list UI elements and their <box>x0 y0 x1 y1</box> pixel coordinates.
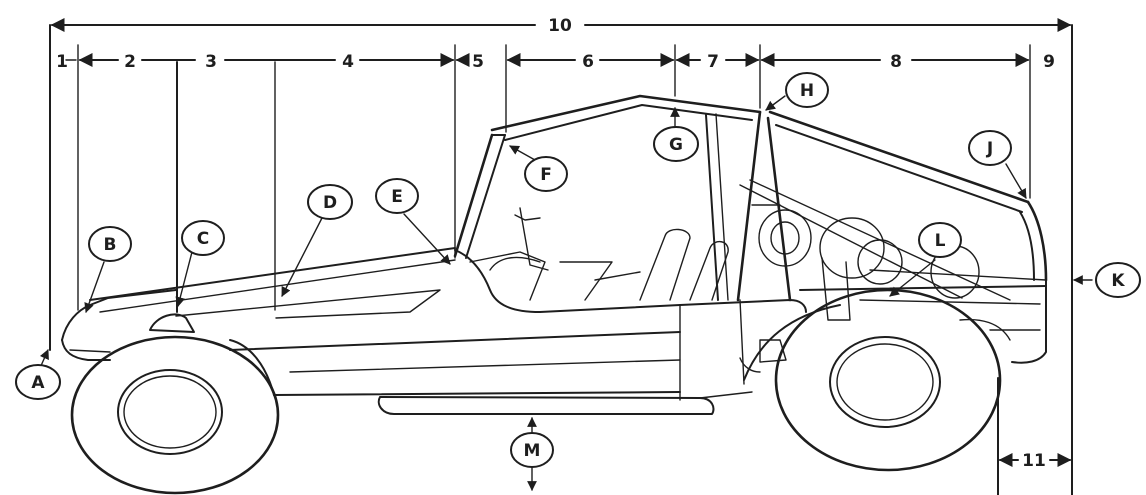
callout-f: F <box>524 156 568 192</box>
dimension-label-11: 11 <box>1022 451 1046 471</box>
dimension-label-8: 8 <box>890 52 902 72</box>
dimension-label-10: 10 <box>548 16 572 36</box>
callout-j: J <box>968 130 1012 166</box>
roll-cage <box>453 94 1048 364</box>
svg-text:M: M <box>524 441 541 461</box>
svg-text:B: B <box>104 235 117 255</box>
callout-c: C <box>181 220 225 256</box>
callout-h: H <box>785 72 829 108</box>
callout-e: E <box>375 178 419 214</box>
dimension-label-4: 4 <box>342 52 354 72</box>
dimension-label-5: 5 <box>472 52 484 72</box>
dimension-label-9: 9 <box>1043 52 1055 72</box>
svg-text:E: E <box>391 187 403 207</box>
rear-wheel <box>774 288 1002 472</box>
body-shell <box>61 247 841 415</box>
dimension-label-7: 7 <box>707 52 719 72</box>
svg-text:H: H <box>800 81 814 101</box>
interior <box>469 207 729 301</box>
engine <box>739 209 1041 373</box>
svg-text:J: J <box>986 139 993 159</box>
svg-text:A: A <box>31 373 45 393</box>
svg-text:C: C <box>197 229 209 249</box>
svg-text:F: F <box>540 165 552 185</box>
callout-d: D <box>307 184 353 220</box>
svg-text:L: L <box>935 231 946 251</box>
svg-text:K: K <box>1111 271 1125 291</box>
callout-m: M <box>510 432 554 468</box>
callout-b: B <box>88 226 132 262</box>
callout-l: L <box>918 222 962 258</box>
dimension-labels: 10 1 2 3 4 5 6 7 8 9 11 <box>56 16 1055 471</box>
dimension-lines <box>49 18 1073 495</box>
vehicle-drawing <box>61 94 1048 495</box>
dimension-label-1: 1 <box>56 52 68 72</box>
callout-k: K <box>1095 262 1141 298</box>
front-wheel <box>70 335 280 495</box>
headlight <box>149 313 195 333</box>
dimension-label-3: 3 <box>205 52 217 72</box>
dimension-label-6: 6 <box>582 52 594 72</box>
svg-text:G: G <box>669 135 683 155</box>
callout-a: A <box>15 364 61 400</box>
callouts: A B C D E F G H <box>15 72 1141 491</box>
dimension-label-2: 2 <box>124 52 136 72</box>
callout-g: G <box>653 126 699 162</box>
svg-text:D: D <box>323 193 337 213</box>
